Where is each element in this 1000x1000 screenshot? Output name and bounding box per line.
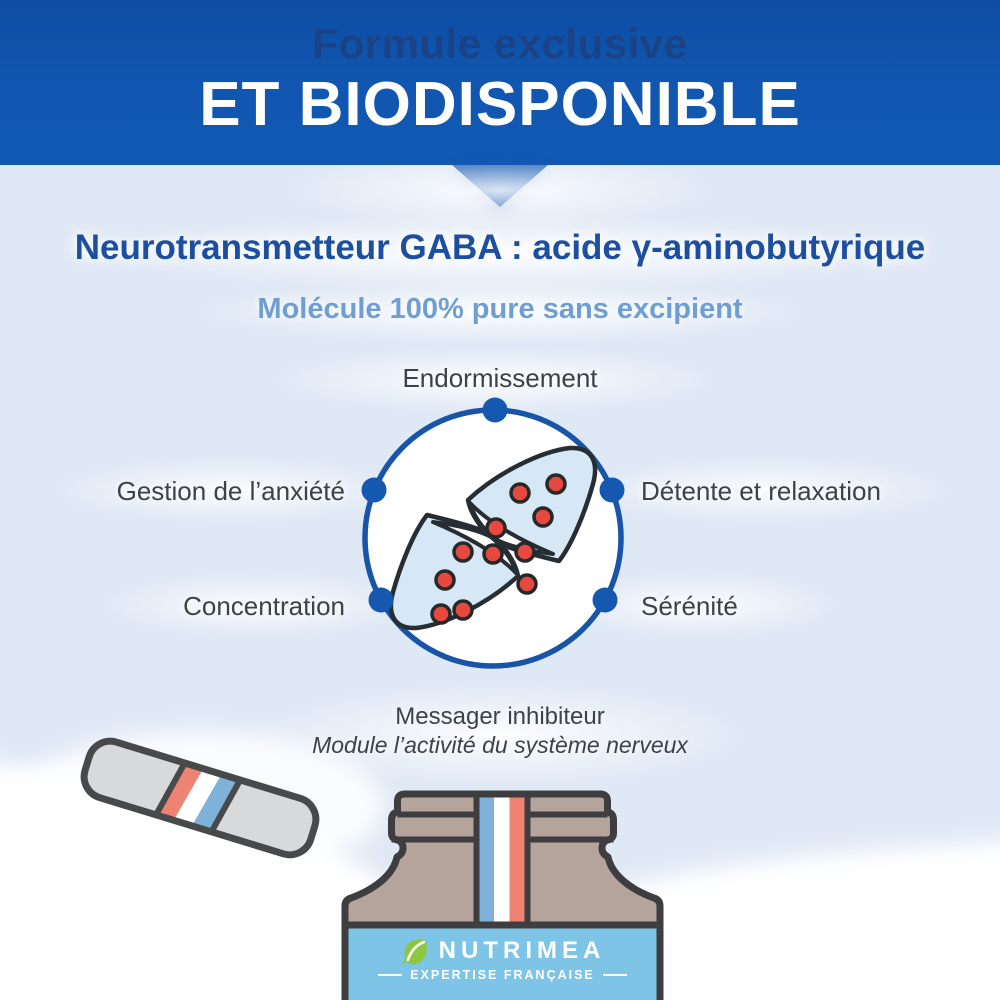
- french-flag-stripe: [473, 794, 531, 925]
- benefit-label-detente-relaxation: Détente et relaxation: [641, 476, 881, 506]
- tagline-dash-right: [602, 973, 627, 977]
- brand-tagline: EXPERTISE FRANÇAISE: [410, 968, 595, 982]
- bottle-brand-row: NUTRIMEA: [345, 935, 660, 967]
- neurotransmitter-dots: [430, 473, 567, 625]
- circle-node-dots: [361, 397, 625, 613]
- banner-title: ET BIODISPONIBLE: [199, 70, 801, 139]
- banner: Formule exclusive ET BIODISPONIBLE: [0, 0, 1000, 165]
- main-heading: Neurotransmetteur GABA : acide γ-aminobu…: [74, 228, 926, 267]
- pill-illustration: [80, 737, 320, 859]
- tagline-dash-left: [378, 973, 403, 977]
- leaf-icon: [401, 939, 427, 966]
- benefit-label-serenite: Sérénité: [641, 591, 738, 621]
- benefit-label-gestion-anxiete: Gestion de l’anxiété: [116, 476, 345, 506]
- caption-title: Messager inhibiteur: [395, 703, 605, 730]
- banner-subtitle: Formule exclusive: [312, 20, 688, 67]
- benefit-label-endormissement: Endormissement: [402, 363, 598, 393]
- content-area: Neurotransmetteur GABA : acide γ-aminobu…: [0, 165, 1000, 1000]
- sub-heading: Molécule 100% pure sans excipient: [257, 293, 743, 325]
- bottle-tagline-row: EXPERTISE FRANÇAISE: [345, 968, 660, 982]
- synapse-illustration: [361, 397, 625, 669]
- caption-subtitle: Module l’activité du système nerveux: [312, 732, 688, 758]
- brand-name: NUTRIMEA: [438, 937, 606, 964]
- benefit-label-concentration: Concentration: [183, 591, 345, 621]
